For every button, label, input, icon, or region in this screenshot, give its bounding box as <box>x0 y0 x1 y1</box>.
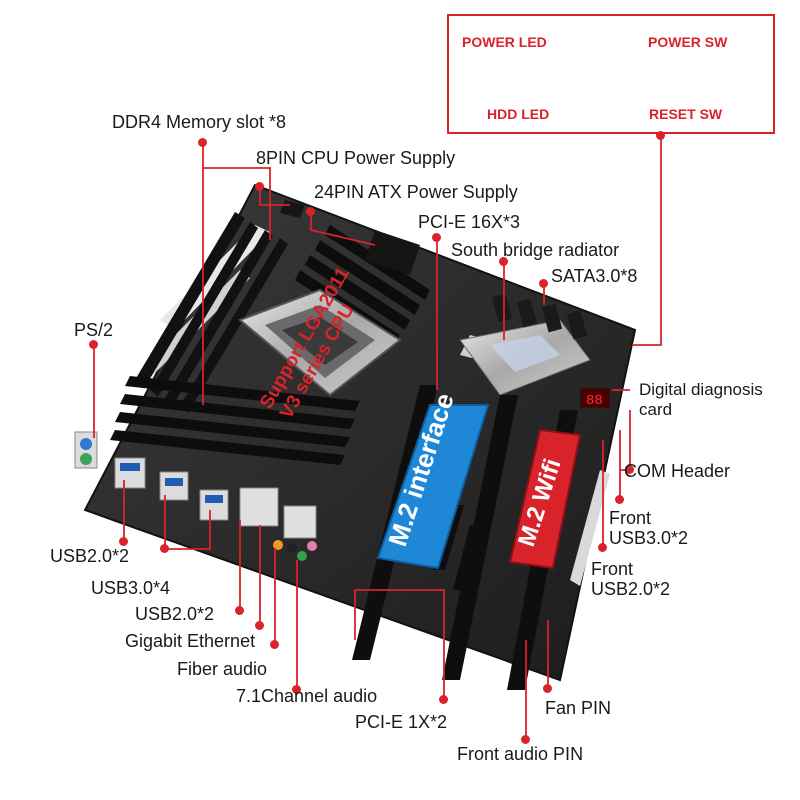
diag-label-line1: Digital diagnosis <box>639 380 763 399</box>
front-audio-label: Front audio PIN <box>457 744 584 764</box>
diag-label-line2: card <box>639 400 673 419</box>
fan-pin <box>543 684 552 693</box>
sata-ports <box>491 293 588 340</box>
header-pin <box>656 131 665 140</box>
usb2-rear-a-pin <box>119 537 128 546</box>
front-usb2-label-line1: Front <box>591 559 634 579</box>
sata-pin <box>539 279 548 288</box>
reset-sw-label: RESET SW <box>649 106 723 122</box>
front-audio-pin <box>521 735 530 744</box>
southbridge-pin <box>499 257 508 266</box>
m2-interface-plate <box>376 404 490 570</box>
pcie1-label: PCI-E 1X*2 <box>355 712 448 732</box>
cpu-power-label: 8PIN CPU Power Supply <box>256 148 456 168</box>
atx-power-pin <box>306 207 315 216</box>
audio71-label: 7.1Channel audio <box>236 686 378 706</box>
front-usb3-label-line2: USB3.0*2 <box>609 528 689 548</box>
fiber-label: Fiber audio <box>177 659 268 679</box>
m2-wifi-plate <box>508 428 582 570</box>
ps2-pin <box>89 340 98 349</box>
front-usb3-pin <box>615 495 624 504</box>
front-usb3-label-line1: Front <box>609 508 652 528</box>
ethernet-label: Gigabit Ethernet <box>125 631 256 651</box>
sata-label: SATA3.0*8 <box>551 266 638 286</box>
usb3-rear-label: USB3.0*4 <box>91 578 171 598</box>
audio71-pin <box>292 685 301 694</box>
ddr4-label: DDR4 Memory slot *8 <box>112 112 287 132</box>
hdd-led-label: HDD LED <box>487 106 550 122</box>
pcie16-pin <box>432 233 441 242</box>
usb2-rear-b-label: USB2.0*2 <box>135 604 215 624</box>
usb3-rear-pin <box>160 544 169 553</box>
com-pin <box>625 465 634 474</box>
southbridge-label: South bridge radiator <box>451 240 620 260</box>
ddr4-pin <box>198 138 207 147</box>
svg-text:88: 88 <box>586 393 603 409</box>
pcie16-label: PCI-E 16X*3 <box>418 212 521 232</box>
power-led-label: POWER LED <box>462 34 547 50</box>
ps2-label: PS/2 <box>74 320 114 340</box>
ethernet-pin <box>255 621 264 630</box>
usb2-rear-a-label: USB2.0*2 <box>50 546 130 566</box>
power-sw-label: POWER SW <box>648 34 728 50</box>
ddr4-slots-right <box>110 376 360 465</box>
fiber-pin <box>270 640 279 649</box>
com-label: COM Header <box>624 461 731 481</box>
ddr4-slots-left <box>135 212 288 413</box>
front-panel-header-box <box>447 14 775 134</box>
cpu-power-pin <box>255 182 264 191</box>
usb2-rear-b-pin <box>235 606 244 615</box>
rear-io <box>74 431 317 561</box>
fan-label: Fan PIN <box>545 698 612 718</box>
diag-led-display <box>579 387 611 409</box>
front-usb2-pin <box>598 543 607 552</box>
front-usb2-label-line2: USB2.0*2 <box>591 579 671 599</box>
atx-power-label: 24PIN ATX Power Supply <box>314 182 518 202</box>
pcie1-pin <box>439 695 448 704</box>
